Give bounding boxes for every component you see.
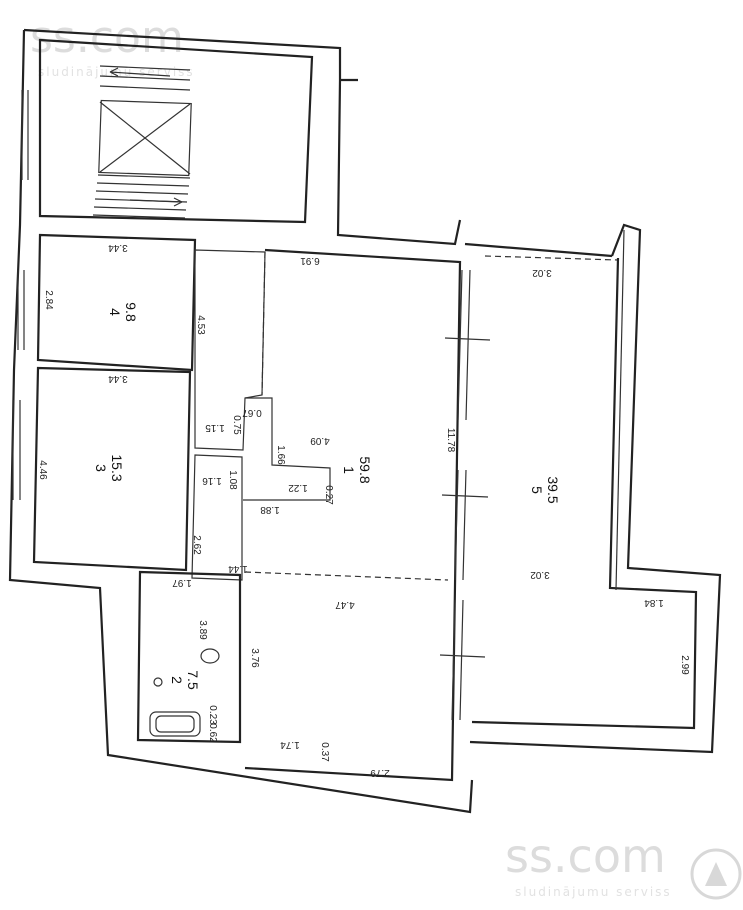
room-3-number: 3 xyxy=(93,464,109,472)
dim-r1-mid: 4.09 xyxy=(310,435,330,446)
dim-r1-a: 1.22 xyxy=(288,482,308,493)
dim-r4-top: 3.44 xyxy=(108,242,128,253)
dim-bath-h: 3.89 xyxy=(197,620,208,640)
dim-r1-low: 4.47 xyxy=(335,599,355,610)
corridor: 1.15 0.75 0.67 1.16 1.08 2.62 1.44 xyxy=(191,249,266,581)
room-4-number: 4 xyxy=(107,308,123,316)
watermark-bottom: ss.com sludinājumu serviss xyxy=(505,829,742,900)
dim-tub-a: 0.23 xyxy=(207,705,218,725)
exterior-walls xyxy=(8,28,722,814)
watermark-triangle-icon xyxy=(705,862,727,886)
staircase xyxy=(92,65,192,219)
dim-corr-g: 1.44 xyxy=(228,563,248,574)
dim-r3-left: 4.46 xyxy=(37,460,48,480)
dim-corr-c: 0.67 xyxy=(242,407,262,418)
dim-tub-b: 0.62 xyxy=(207,723,218,743)
dim-corr-d: 1.16 xyxy=(202,475,222,486)
dim-r1-bot-c: 2.79 xyxy=(370,767,390,778)
dim-r1-col: 1.66 xyxy=(275,445,286,465)
dim-r3-top: 3.44 xyxy=(108,373,128,384)
room-2-number: 2 xyxy=(169,676,185,684)
dim-r1-bot-b: 0.37 xyxy=(319,742,330,762)
dim-corr-f: 2.62 xyxy=(191,535,202,555)
dim-r5-mid: 3.02 xyxy=(530,569,550,580)
dim-r4-right: 4.53 xyxy=(195,315,206,335)
room-3-area: 15.3 xyxy=(109,454,125,481)
room-2: 2 7.5 1.97 3.89 0.23 0.62 xyxy=(136,570,242,743)
watermark-tagline-bottom: sludinājumu serviss xyxy=(515,885,672,899)
dim-r1-bot-a: 1.74 xyxy=(280,739,300,750)
room-3: 3 15.3 3.44 4.46 xyxy=(32,366,192,572)
watermark-logo-icon xyxy=(690,848,742,900)
windows-middle xyxy=(439,269,491,721)
room-2-area: 7.5 xyxy=(185,670,201,690)
room-5-area: 39.5 xyxy=(545,476,561,503)
dim-r5-top: 3.02 xyxy=(532,267,552,278)
dim-r4-left: 2.84 xyxy=(43,290,54,310)
dim-r5-right: 2.99 xyxy=(679,655,690,675)
watermark-brand-bottom: ss.com xyxy=(505,829,666,883)
dim-corr-b: 0.75 xyxy=(231,415,242,435)
dim-r1-top: 6.91 xyxy=(300,255,320,266)
room-5: 5 39.5 3.02 3.02 1.84 2.99 xyxy=(471,229,698,730)
room-1-area: 59.8 xyxy=(357,456,373,483)
dim-corr-a: 1.15 xyxy=(205,422,225,433)
room-1: 1 59.8 6.91 4.09 1.66 1.22 0.27 1.88 11.… xyxy=(243,248,462,782)
dim-r1-c: 1.88 xyxy=(260,504,280,515)
dim-r1-left-low: 3.76 xyxy=(249,648,260,668)
dim-bath-w: 1.97 xyxy=(172,577,192,588)
room-4-area: 9.8 xyxy=(123,302,139,322)
dim-r5-step: 1.84 xyxy=(644,597,664,608)
room-4: 4 9.8 3.44 2.84 4.53 xyxy=(36,233,206,372)
dim-r1-right: 11.78 xyxy=(445,428,456,453)
room-1-number: 1 xyxy=(341,466,357,474)
dim-r1-b: 0.27 xyxy=(323,485,334,505)
windows-left xyxy=(12,90,29,500)
dim-corr-e: 1.08 xyxy=(227,470,238,490)
room-5-number: 5 xyxy=(529,486,545,494)
